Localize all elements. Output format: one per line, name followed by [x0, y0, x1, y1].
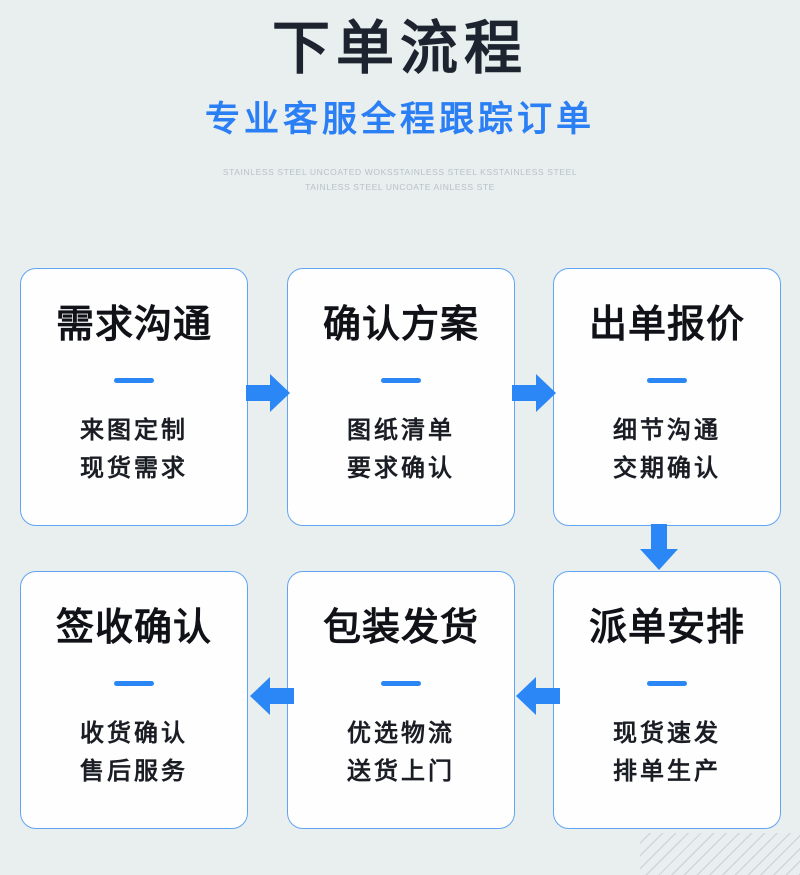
arrow-down-icon — [638, 524, 680, 570]
arrow-left-icon — [250, 675, 294, 717]
process-flow-row-2: 签收确认 收货确认 售后服务 包装发货 优选物流 送货上门 派单安排 现货速发 … — [0, 571, 800, 833]
step-title: 派单安排 — [588, 607, 745, 650]
divider-dash-icon — [647, 681, 687, 687]
step-card-confirm-plan[interactable]: 确认方案 图纸清单 要求确认 — [287, 268, 515, 526]
step-card-receipt-confirmation[interactable]: 签收确认 收货确认 售后服务 — [20, 571, 248, 829]
step-detail-line-2: 现货需求 — [80, 455, 188, 482]
process-flow-row-1: 需求沟通 来图定制 现货需求 确认方案 图纸清单 要求确认 出单报价 细节沟通 … — [0, 268, 800, 530]
step-title: 签收确认 — [55, 607, 212, 650]
page-title: 下单流程 — [271, 16, 528, 81]
divider-dash-icon — [381, 681, 421, 687]
arrow-right-icon — [512, 372, 556, 414]
page-subtitle: 专业客服全程跟踪订单 — [204, 99, 595, 139]
divider-dash-icon — [114, 681, 154, 687]
step-detail-line-1: 细节沟通 — [613, 418, 721, 445]
english-caption-line-1: STAINLESS STEEL UNCOATED WOKSSTAINLESS S… — [222, 166, 578, 177]
step-detail-line-1: 现货速发 — [613, 721, 721, 748]
step-detail-line-1: 来图定制 — [80, 418, 188, 445]
step-title: 包装发货 — [322, 607, 479, 650]
step-detail-line-2: 送货上门 — [347, 758, 455, 785]
divider-dash-icon — [647, 378, 687, 384]
divider-dash-icon — [114, 378, 154, 384]
step-card-issue-quotation[interactable]: 出单报价 细节沟通 交期确认 — [553, 268, 781, 526]
english-caption-line-2: TAINLESS STEEL UNCOATE AINLESS STE — [305, 182, 495, 193]
step-card-requirement-communication[interactable]: 需求沟通 来图定制 现货需求 — [20, 268, 248, 526]
step-card-packing-shipping[interactable]: 包装发货 优选物流 送货上门 — [287, 571, 515, 829]
arrow-right-icon — [246, 372, 290, 414]
arrow-left-icon — [516, 675, 560, 717]
process-flow: 需求沟通 来图定制 现货需求 确认方案 图纸清单 要求确认 出单报价 细节沟通 … — [0, 268, 800, 833]
step-detail-line-1: 优选物流 — [347, 721, 455, 748]
step-title: 确认方案 — [322, 304, 479, 347]
step-detail-line-1: 图纸清单 — [347, 418, 455, 445]
page-header: 下单流程 专业客服全程跟踪订单 STAINLESS STEEL UNCOATED… — [0, 0, 800, 196]
step-detail-line-2: 交期确认 — [613, 455, 721, 482]
step-title: 出单报价 — [588, 304, 745, 347]
corner-hatch-pattern — [640, 833, 800, 875]
step-detail-line-2: 排单生产 — [613, 758, 721, 785]
step-detail-line-2: 要求确认 — [347, 455, 455, 482]
step-detail-line-1: 收货确认 — [80, 721, 188, 748]
divider-dash-icon — [381, 378, 421, 384]
step-detail-line-2: 售后服务 — [80, 758, 188, 785]
english-caption-block: STAINLESS STEEL UNCOATED WOKSSTAINLESS S… — [0, 165, 800, 196]
step-card-order-dispatch[interactable]: 派单安排 现货速发 排单生产 — [553, 571, 781, 829]
step-title: 需求沟通 — [55, 304, 212, 347]
